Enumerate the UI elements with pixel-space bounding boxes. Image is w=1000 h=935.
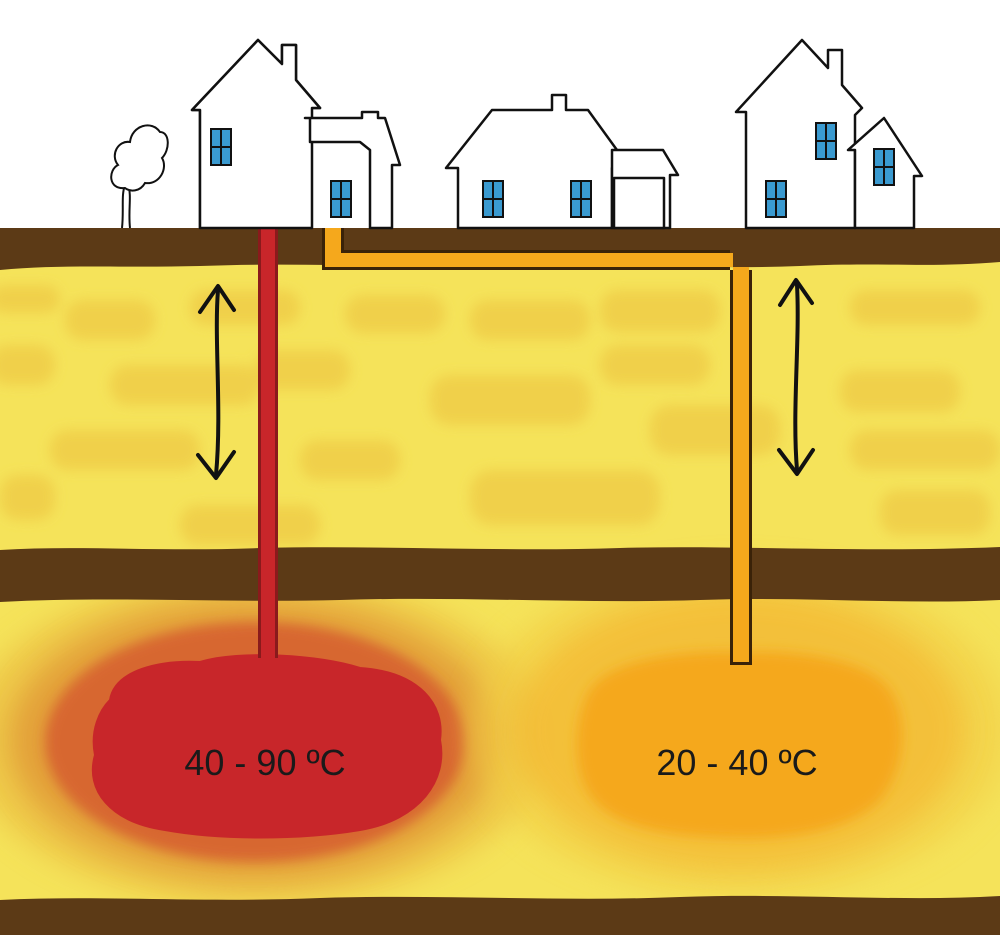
house-1-windows bbox=[210, 128, 352, 218]
soil-band-bottom bbox=[0, 895, 1000, 935]
hot-pipe bbox=[258, 228, 278, 658]
tree-icon bbox=[110, 124, 169, 229]
soil-band-middle bbox=[0, 547, 1000, 602]
house-3-windows bbox=[765, 122, 895, 218]
warm-reservoir bbox=[576, 651, 903, 839]
house-icon bbox=[190, 38, 402, 230]
depth-arrow-left bbox=[196, 284, 236, 480]
hot-reservoir bbox=[91, 654, 443, 839]
warm-reservoir-temperature: 20 - 40 ºC bbox=[656, 742, 818, 783]
house-2-windows bbox=[482, 180, 592, 218]
depth-arrow-right bbox=[777, 278, 815, 476]
hot-reservoir-temperature: 40 - 90 ºC bbox=[184, 742, 346, 783]
soil-band-surface bbox=[0, 228, 1000, 270]
